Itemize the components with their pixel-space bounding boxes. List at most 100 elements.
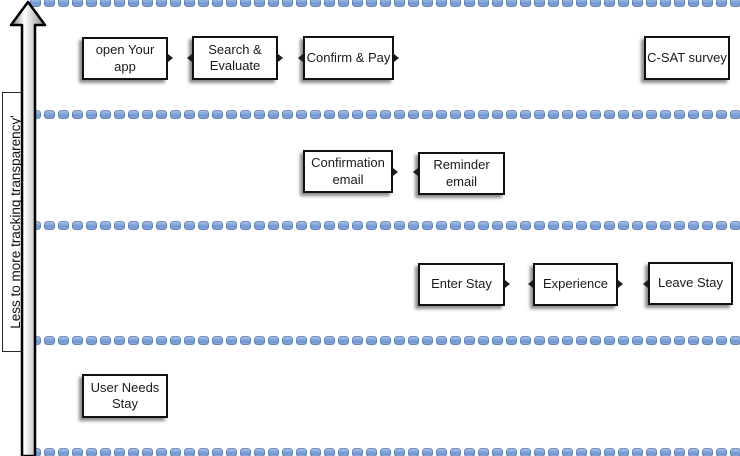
dash-bead [296,221,307,230]
dash-bead [142,448,153,456]
dash-bead [408,110,419,119]
dash-bead [450,448,461,456]
dash-bead [100,221,111,230]
dash-bead [142,110,153,119]
dash-bead [590,0,601,7]
dash-bead [590,336,601,345]
stage-box-csat-survey: C-SAT survey [644,36,730,80]
dash-bead [212,448,223,456]
dash-bead [408,336,419,345]
dash-bead [492,336,503,345]
dash-bead [464,0,475,7]
dash-bead [366,0,377,7]
dash-bead [58,448,69,456]
dash-bead [674,0,685,7]
dash-bead [254,448,265,456]
dash-bead [422,110,433,119]
dashed-divider-line-3 [30,221,740,230]
dash-bead [72,448,83,456]
dash-bead [254,336,265,345]
dash-bead [618,221,629,230]
dash-bead [492,0,503,7]
dash-bead [352,448,363,456]
dash-bead [352,0,363,7]
dash-bead [338,448,349,456]
dash-bead [604,448,615,456]
dash-bead [646,221,657,230]
stage-box-open-your-app: open Your app [82,37,168,80]
dashed-divider-line-1 [30,0,740,7]
dash-bead [520,221,531,230]
dash-bead [142,221,153,230]
dash-bead [730,221,740,230]
dash-bead [548,110,559,119]
connector-nub [393,168,398,176]
dash-bead [310,448,321,456]
dash-bead [254,110,265,119]
dash-bead [394,0,405,7]
dash-bead [128,0,139,7]
dash-bead [408,221,419,230]
dash-bead [212,110,223,119]
dash-bead [268,448,279,456]
dash-bead [422,0,433,7]
stage-box-reminder-email: Reminder email [418,152,505,195]
dash-bead [492,448,503,456]
dash-bead [58,336,69,345]
dashed-divider-line-2 [30,110,740,119]
dash-bead [44,448,55,456]
dash-bead [184,221,195,230]
connector-nub [394,54,399,62]
stage-box-leave-stay: Leave Stay [648,262,733,305]
dash-bead [282,221,293,230]
dash-bead [324,336,335,345]
dash-bead [660,221,671,230]
dash-bead [576,336,587,345]
dash-bead [324,0,335,7]
dash-bead [436,448,447,456]
dash-bead [226,448,237,456]
dash-bead [632,221,643,230]
dash-bead [380,221,391,230]
dash-bead [170,448,181,456]
dash-bead [142,0,153,7]
dash-bead [590,221,601,230]
dash-bead [730,110,740,119]
dash-bead [702,336,713,345]
dash-bead [30,0,41,7]
dash-bead [702,221,713,230]
dash-bead [324,221,335,230]
stage-box-search-evaluate: Search & Evaluate [192,36,278,80]
connector-nub [278,54,283,62]
dash-bead [506,336,517,345]
dash-bead [674,336,685,345]
dash-bead [170,221,181,230]
connector-nub [505,280,510,288]
dash-bead [240,336,251,345]
stage-box-confirmation-email: Confirmation email [303,150,393,193]
connector-nub [618,280,623,288]
dash-bead [86,336,97,345]
dash-bead [450,221,461,230]
dash-bead [646,448,657,456]
dash-bead [716,221,727,230]
dashed-divider-line-5 [30,448,740,456]
dash-bead [506,0,517,7]
dash-bead [562,336,573,345]
dash-bead [212,221,223,230]
dash-bead [282,336,293,345]
dash-bead [114,0,125,7]
dash-bead [338,336,349,345]
dash-bead [590,110,601,119]
dash-bead [688,336,699,345]
dash-bead [394,336,405,345]
dash-bead [492,221,503,230]
dash-bead [688,221,699,230]
dash-bead [422,336,433,345]
dash-bead [702,448,713,456]
dash-bead [310,110,321,119]
dash-bead [660,448,671,456]
dash-bead [562,221,573,230]
dash-bead [548,0,559,7]
dash-bead [338,110,349,119]
